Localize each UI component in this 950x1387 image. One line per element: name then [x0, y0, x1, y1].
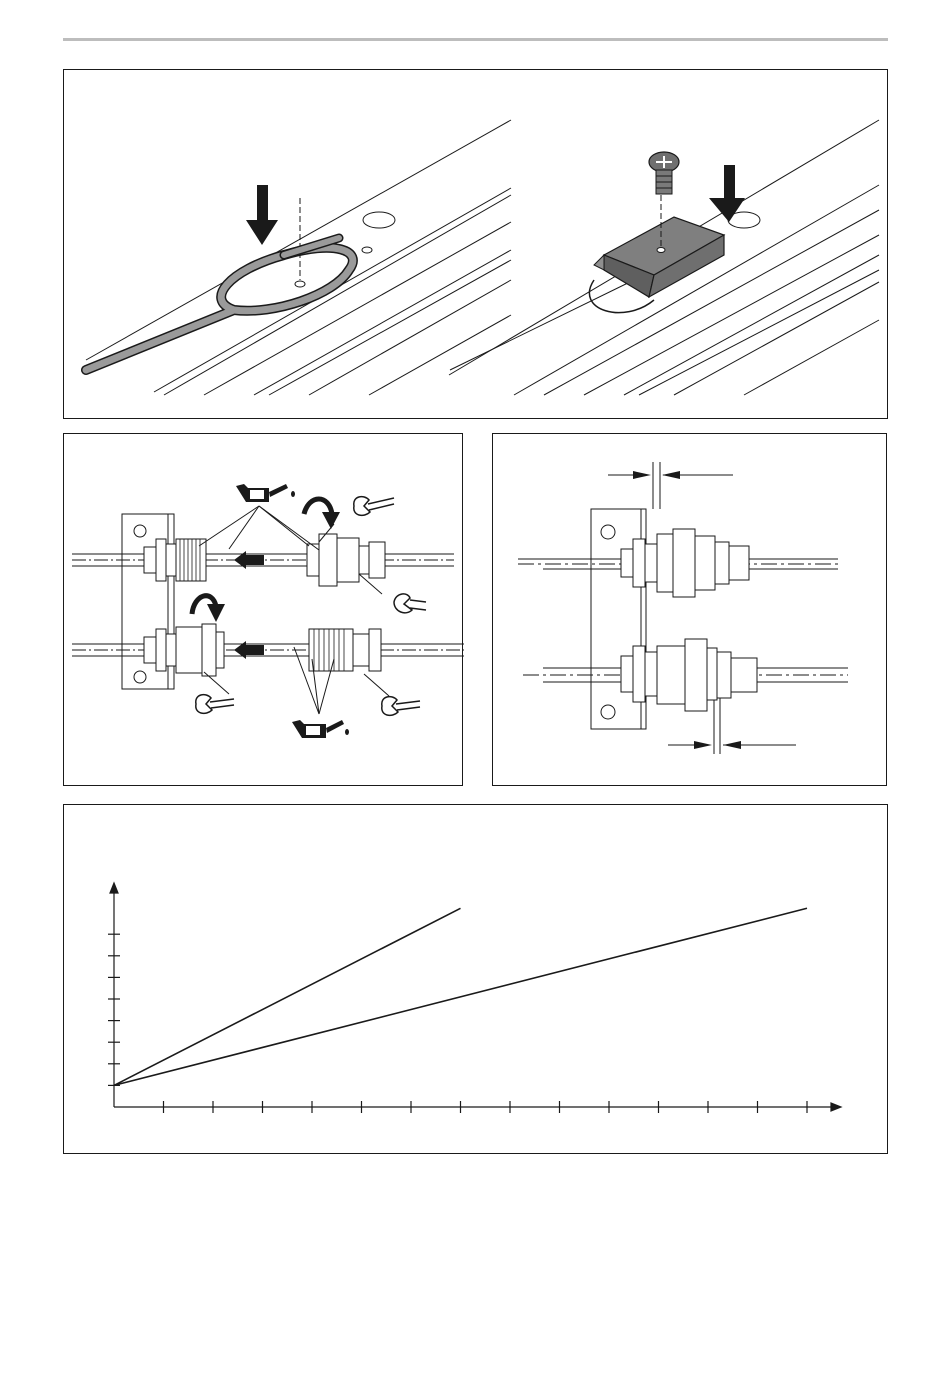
header-rule: [63, 38, 888, 41]
wrench-icon: [394, 594, 426, 613]
figure-linear-graph: [63, 804, 888, 1154]
dimension-arrow-icon: [668, 741, 741, 749]
wrench-icon: [354, 497, 394, 516]
series-line-1: [114, 908, 461, 1085]
arrow-down-icon: [709, 165, 745, 222]
oil-can-icon: [292, 720, 349, 738]
y-axis-arrowhead: [110, 883, 118, 893]
oil-can-icon: [236, 484, 295, 502]
series-line-2: [114, 908, 807, 1085]
fitting-top-assembled: [621, 529, 749, 597]
fitting-assembly-drawing: [64, 434, 464, 787]
rotate-arrow-icon: [304, 499, 340, 529]
cable-clamp: [589, 195, 724, 313]
x-axis-arrowhead: [831, 1103, 841, 1111]
fitting-bottom-assembled: [621, 639, 757, 711]
cable-loop: [86, 238, 353, 370]
figure-fitting-assembly: [63, 433, 463, 786]
arrow-down-icon: [246, 185, 278, 245]
wrench-icon: [196, 695, 234, 714]
dimension-arrow-icon: [608, 471, 680, 479]
figure-fitting-clearance: [492, 433, 887, 786]
rotate-arrow-icon: [192, 596, 225, 622]
fitting-clearance-drawing: [493, 434, 888, 787]
screw-icon: [649, 152, 679, 194]
line-chart: [64, 805, 889, 1155]
cable-installation-drawing: [64, 70, 889, 420]
fitting-top: [144, 534, 385, 586]
figure-cable-installation: [63, 69, 888, 419]
wrench-icon: [382, 697, 420, 716]
